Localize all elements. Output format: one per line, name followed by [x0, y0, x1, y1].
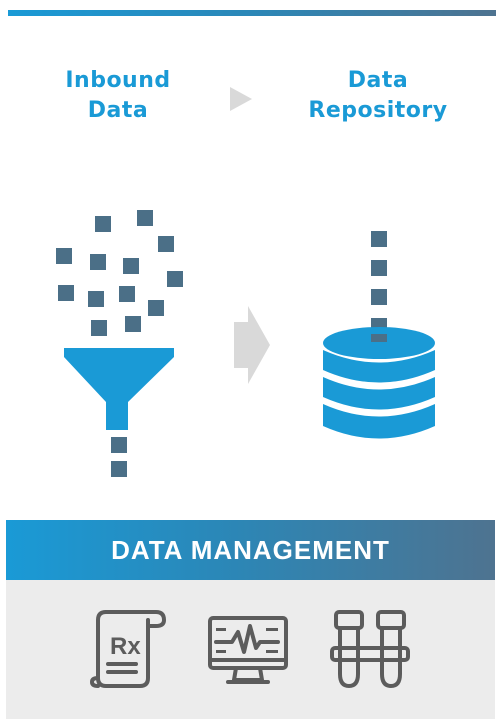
data-square: [58, 285, 74, 301]
data-square: [371, 260, 387, 276]
data-square: [88, 291, 104, 307]
test-tubes-icon: [330, 610, 410, 688]
inbound-data-label-line1: Inbound: [65, 68, 171, 93]
data-square: [371, 231, 387, 247]
data-square: [123, 258, 139, 274]
database-illustration: [323, 231, 435, 439]
data-repository-label: Data Repository: [296, 66, 460, 126]
data-square: [125, 316, 141, 332]
funnel-illustration: [56, 210, 183, 477]
data-square: [148, 300, 164, 316]
data-square: [371, 289, 387, 305]
monitor-heartbeat-icon: [208, 616, 288, 684]
data-square: [137, 210, 153, 226]
funnel-shape: [64, 348, 174, 430]
data-square: [90, 254, 106, 270]
data-square: [167, 271, 183, 287]
data-square: [111, 461, 127, 477]
data-square: [56, 248, 72, 264]
database-tier: [323, 350, 435, 383]
label-arrow-icon: [230, 87, 252, 111]
banner-title: DATA MANAGEMENT: [111, 534, 390, 565]
inbound-data-label: Inbound Data: [48, 66, 188, 126]
data-repository-label-line1: Data: [347, 68, 409, 93]
data-square: [158, 236, 174, 252]
prescription-scroll-icon: Rx: [90, 610, 166, 688]
database-top: [323, 327, 435, 359]
top-accent-stripe: [8, 10, 496, 16]
flow-arrow-icon: [234, 306, 270, 384]
data-square: [111, 437, 127, 453]
icons-panel: Rx: [6, 580, 495, 719]
data-square: [95, 216, 111, 232]
data-management-banner: DATA MANAGEMENT: [6, 520, 495, 580]
database-tier: [323, 377, 435, 410]
data-square: [91, 320, 107, 336]
data-repository-label-line2: Repository: [308, 98, 448, 123]
inbound-data-label-line2: Data: [87, 98, 149, 123]
top-accent-bar: [0, 0, 500, 16]
data-square: [119, 286, 135, 302]
database-tier: [323, 404, 435, 439]
rx-glyph: Rx: [110, 633, 141, 660]
